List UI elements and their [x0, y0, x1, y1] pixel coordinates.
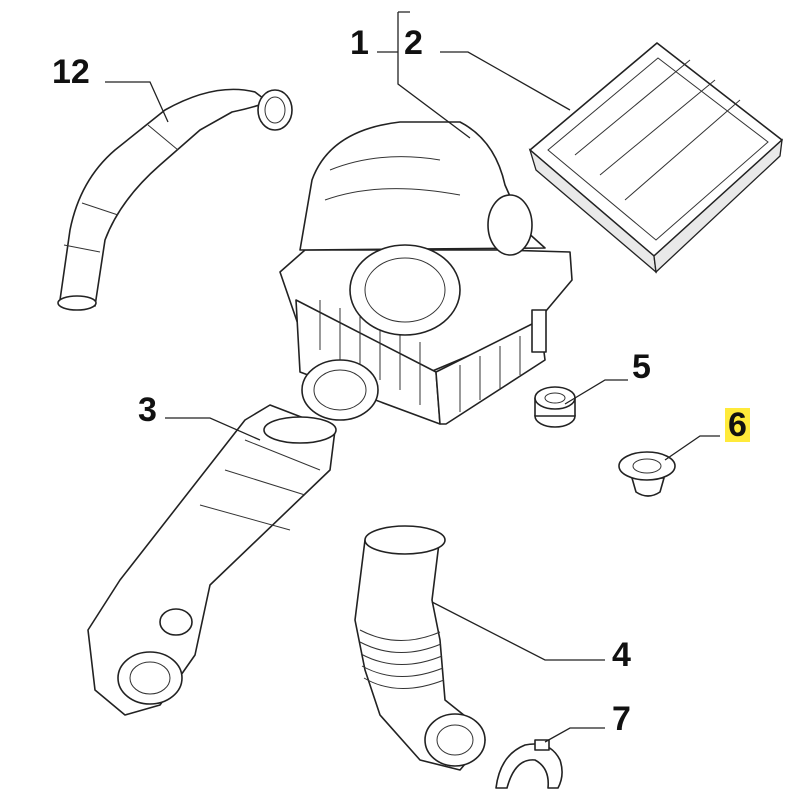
callout-2: 2 [404, 24, 423, 62]
part-2-air-filter[interactable] [528, 42, 783, 274]
callout-1: 1 [350, 24, 369, 62]
part-7-clamp[interactable] [495, 739, 563, 789]
part-6-grommet[interactable] [618, 451, 676, 497]
part-1-airbox[interactable] [279, 121, 573, 425]
callout-3: 3 [138, 391, 157, 429]
callout-12: 12 [52, 53, 90, 91]
part-5-grommet[interactable] [534, 386, 576, 428]
part-3-intake-duct[interactable] [87, 404, 337, 716]
part-4-elbow-hose[interactable] [354, 525, 486, 771]
leader-lines [105, 11, 720, 743]
callout-5: 5 [632, 348, 651, 386]
callout-4: 4 [612, 636, 631, 674]
callout-6-highlighted: 6 [725, 408, 750, 442]
part-12-hose[interactable] [57, 88, 293, 311]
callout-7: 7 [612, 700, 631, 738]
